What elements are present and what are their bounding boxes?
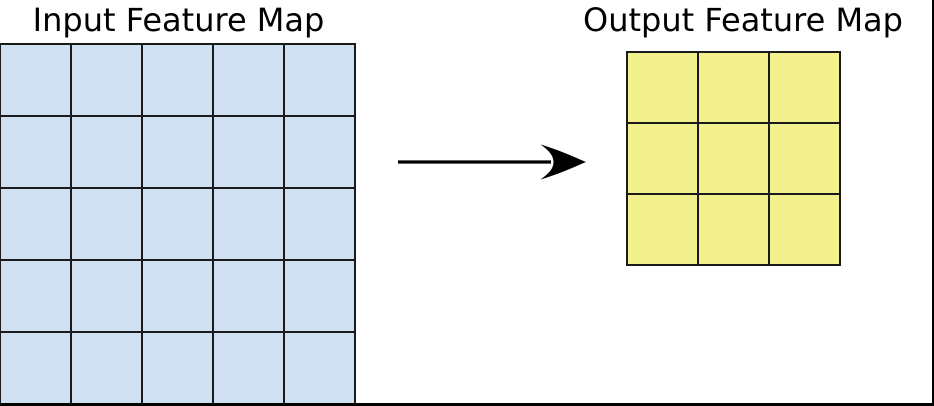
output-feature-map-cell bbox=[699, 195, 768, 264]
input-feature-map-cell bbox=[285, 45, 354, 115]
input-feature-map-cell bbox=[214, 45, 283, 115]
input-feature-map-cell bbox=[285, 333, 354, 403]
input-feature-map-cell bbox=[143, 189, 212, 259]
arrow-right-icon bbox=[398, 144, 586, 180]
input-feature-map-cell bbox=[1, 333, 70, 403]
output-feature-map-cell bbox=[699, 124, 768, 193]
input-feature-map-cell bbox=[214, 333, 283, 403]
input-feature-map-cell bbox=[1, 117, 70, 187]
input-feature-map-cell bbox=[72, 189, 141, 259]
output-feature-map-cell bbox=[628, 124, 697, 193]
input-feature-map-cell bbox=[143, 333, 212, 403]
output-feature-map-cell bbox=[628, 195, 697, 264]
output-feature-map-title: Output Feature Map bbox=[583, 1, 903, 39]
input-feature-map-cell bbox=[1, 45, 70, 115]
input-feature-map-cell bbox=[285, 189, 354, 259]
input-feature-map-cell bbox=[1, 189, 70, 259]
input-feature-map-cell bbox=[285, 261, 354, 331]
input-feature-map-cell bbox=[143, 261, 212, 331]
input-feature-map-cell bbox=[72, 333, 141, 403]
input-feature-map-cell bbox=[72, 261, 141, 331]
input-feature-map-cell bbox=[214, 261, 283, 331]
input-feature-map-cell bbox=[143, 117, 212, 187]
output-feature-map-cell bbox=[770, 124, 839, 193]
output-feature-map-cell bbox=[770, 195, 839, 264]
input-feature-map-cell bbox=[72, 117, 141, 187]
input-feature-map-grid bbox=[0, 43, 356, 403]
input-feature-map-cell bbox=[285, 117, 354, 187]
input-feature-map-cell bbox=[1, 261, 70, 331]
input-feature-map-cell bbox=[214, 117, 283, 187]
input-feature-map-cell bbox=[72, 45, 141, 115]
output-feature-map-grid bbox=[626, 51, 841, 266]
output-feature-map-cell bbox=[770, 53, 839, 122]
output-feature-map-cell bbox=[628, 53, 697, 122]
input-feature-map-cell bbox=[214, 189, 283, 259]
input-feature-map-title: Input Feature Map bbox=[32, 1, 325, 39]
output-feature-map-cell bbox=[699, 53, 768, 122]
input-feature-map-cell bbox=[143, 45, 212, 115]
